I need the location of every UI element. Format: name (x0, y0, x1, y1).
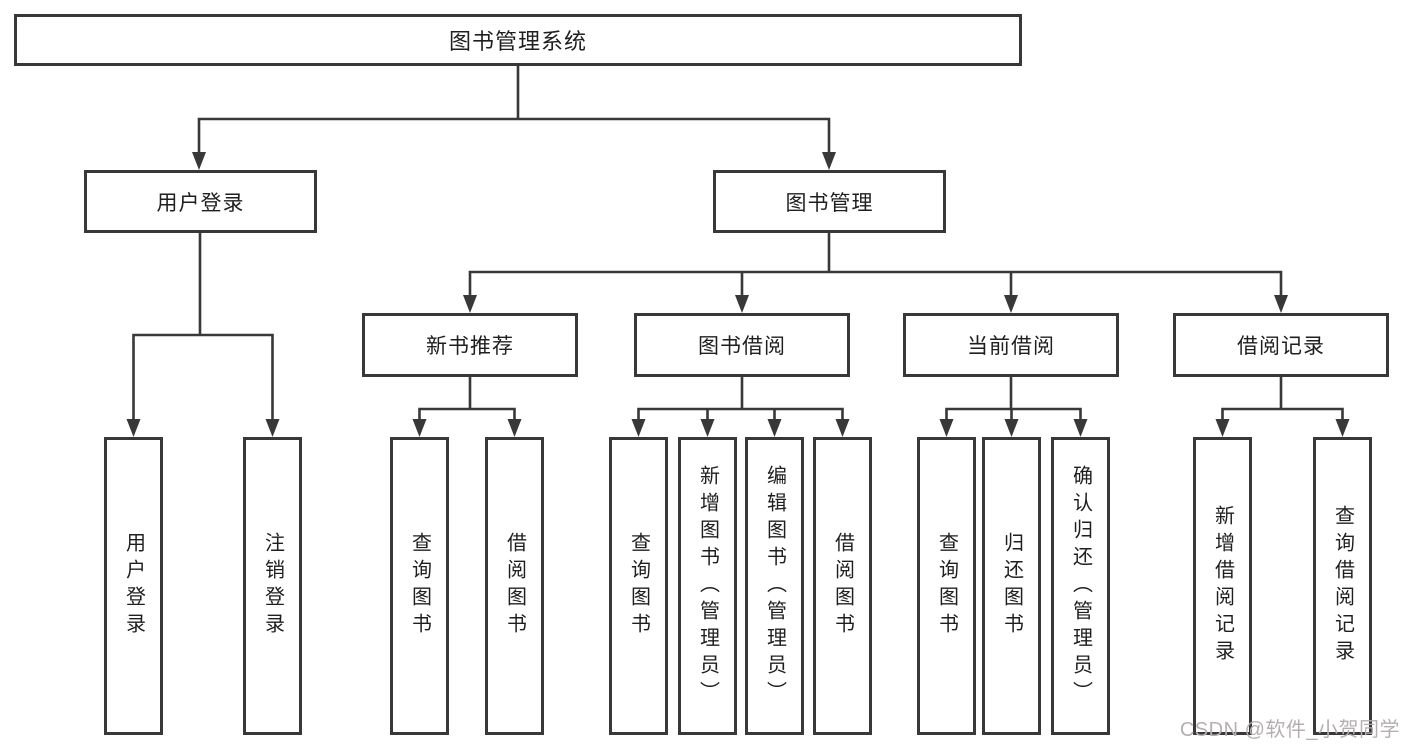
node-login-label: 用户登录 (122, 532, 145, 640)
node-root: 图书管理系统 (14, 14, 1022, 66)
node-user-login: 用户登录 (84, 170, 317, 233)
node-cb-query-book: 查询图书 (917, 437, 976, 735)
node-bb-edit-book: 编辑图书（管理员） (745, 437, 804, 735)
node-cb-return-book: 归还图书 (982, 437, 1041, 735)
node-user-login-label: 用户登录 (156, 191, 245, 215)
node-nbr-borrow-book-label: 借阅图书 (503, 532, 526, 640)
node-br-query-record: 查询借阅记录 (1313, 437, 1372, 735)
node-cb-confirm-return: 确认归还（管理员） (1051, 437, 1110, 735)
connector-borrow-record-branch (1221, 377, 1344, 420)
node-new-book-recommend: 新书推荐 (362, 313, 578, 377)
connector-book-borrow-branch (637, 377, 844, 420)
node-book-borrow-label: 图书借阅 (698, 335, 786, 358)
node-logout: 注销登录 (243, 437, 302, 735)
node-cb-query-book-label: 查询图书 (935, 532, 958, 640)
node-cb-confirm-return-label: 确认归还（管理员） (1069, 464, 1092, 708)
node-current-borrow: 当前借阅 (903, 313, 1119, 377)
node-logout-label: 注销登录 (261, 532, 284, 640)
node-new-book-recommend-label: 新书推荐 (426, 335, 514, 358)
node-current-borrow-label: 当前借阅 (967, 335, 1055, 358)
node-nbr-query-book: 查询图书 (390, 437, 449, 735)
node-book-borrow: 图书借阅 (634, 313, 850, 377)
node-bb-query-book-label: 查询图书 (627, 532, 650, 640)
node-bb-add-book-label: 新增图书（管理员） (696, 464, 719, 708)
node-nbr-query-book-label: 查询图书 (408, 532, 431, 640)
connector-current-borrow-branch (945, 377, 1082, 420)
node-br-query-record-label: 查询借阅记录 (1331, 505, 1354, 667)
node-br-add-record-label: 新增借阅记录 (1211, 505, 1234, 667)
connector-user-login-branch (132, 233, 274, 420)
node-nbr-borrow-book: 借阅图书 (485, 437, 544, 735)
node-book-management-label: 图书管理 (785, 191, 874, 215)
node-login: 用户登录 (104, 437, 163, 735)
node-br-add-record: 新增借阅记录 (1193, 437, 1252, 735)
node-root-label: 图书管理系统 (448, 29, 587, 54)
node-cb-return-book-label: 归还图书 (1000, 532, 1023, 640)
node-bb-edit-book-label: 编辑图书（管理员） (763, 464, 786, 708)
node-bb-borrow-book: 借阅图书 (813, 437, 872, 735)
node-bb-query-book: 查询图书 (609, 437, 668, 735)
connector-new-book-recommend-branch (418, 377, 516, 420)
node-borrow-record: 借阅记录 (1173, 313, 1389, 377)
node-bb-add-book: 新增图书（管理员） (678, 437, 737, 735)
node-book-management: 图书管理 (713, 170, 946, 233)
node-borrow-record-label: 借阅记录 (1237, 335, 1325, 358)
connector-root-branch (197, 66, 831, 153)
node-bb-borrow-book-label: 借阅图书 (831, 532, 854, 640)
connector-book-management-branch (468, 233, 1283, 296)
csdn-watermark: CSDN @软件_小贺同学 (1179, 719, 1400, 741)
